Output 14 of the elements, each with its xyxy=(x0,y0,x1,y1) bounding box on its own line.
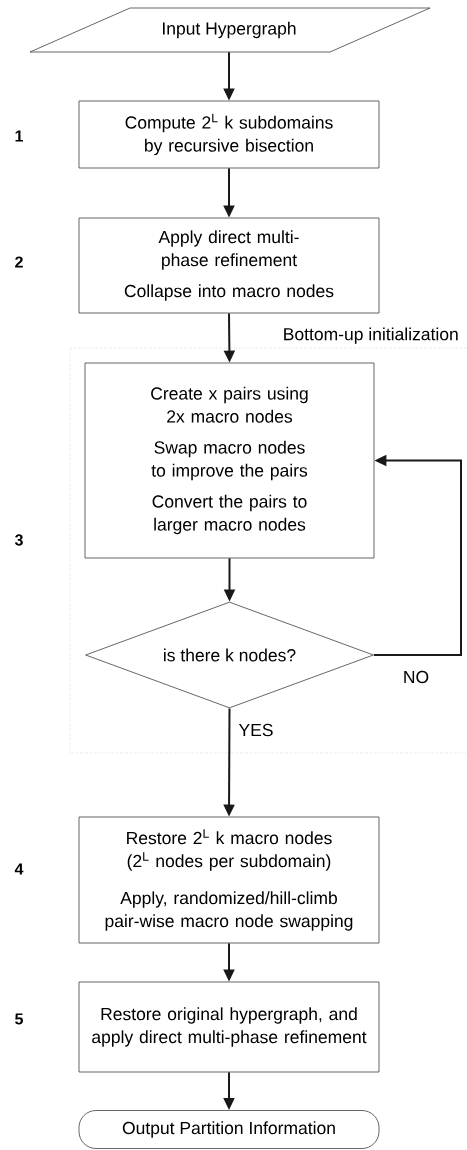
edge-label: YES xyxy=(237,722,275,738)
process-box: Compute 2$^{L}$ k subdomains by recursive bisection xyxy=(78,100,380,169)
step-number: 4 xyxy=(14,863,24,875)
step-number: 2 xyxy=(15,256,23,268)
edge-label: NO xyxy=(401,669,431,685)
process-box: Restore 2$^{L}$ k macro nodes (2$^{L}$ nodes per subdomain) Apply, randomized/hill-climb pair-wise macro node swapping xyxy=(78,816,380,944)
process-box: Create x pairs using 2x macro nodes Swap macro nodes to improve the pairs Convert the pairs to larger macro nodes xyxy=(84,362,375,559)
process-box: Apply direct multi-phase refinement Collapse into macro nodes xyxy=(78,217,380,314)
step-number: 3 xyxy=(14,534,23,546)
process-box: Restore original hypergraph, and apply direct multi-phase refinement xyxy=(78,981,380,1073)
step-number: 5 xyxy=(15,1013,23,1025)
terminal-box: Output Partition Information xyxy=(78,1110,380,1149)
input-parallelogram: Input Hypergraph xyxy=(29,7,431,53)
step-number: 1 xyxy=(15,130,23,142)
